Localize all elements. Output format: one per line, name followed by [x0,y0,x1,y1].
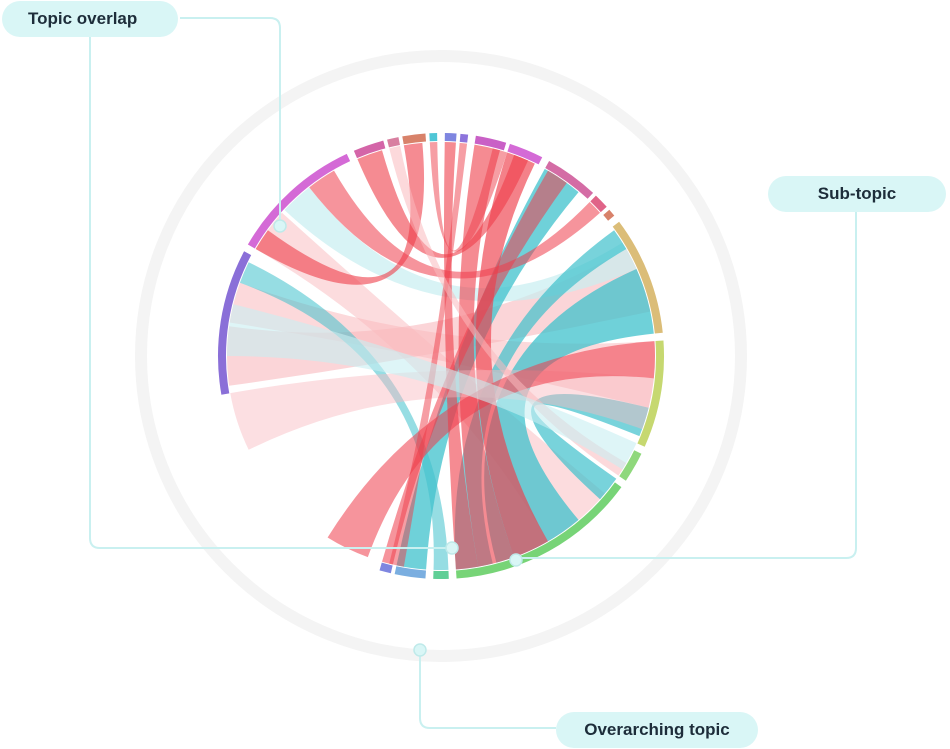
group-arc-6 [444,133,457,142]
group-arc-15 [619,450,642,481]
chord-12 [357,150,529,258]
chord-9 [458,144,515,567]
outer-ring [135,50,747,662]
group-arc-7 [459,133,469,143]
overarching-topic-marker [413,643,427,657]
chord-6 [396,168,579,570]
topic-overlap-connector-left [89,36,452,549]
group-arc-11 [590,195,607,213]
group-arc-17 [433,570,449,579]
group-arc-19 [379,562,393,574]
sub-topic-marker [509,553,523,567]
group-arc-14 [637,340,665,447]
group-arc-0 [218,251,252,395]
overarching-topic-callout: Overarching topic [556,712,758,748]
callout-connectors [89,17,857,729]
sub-topic-callout: Sub-topic [768,176,946,212]
group-arc-10 [545,160,594,199]
group-arc-3 [387,137,400,148]
chord-11 [443,142,479,570]
chord-7 [531,394,649,500]
chord-19 [429,142,508,252]
group-arc-layer [218,133,665,579]
sub-topic-connector [516,211,857,559]
group-arc-13 [612,221,663,334]
chord-14 [239,262,449,570]
chord-layer [227,142,655,570]
group-arc-12 [603,209,615,221]
group-arc-4 [402,133,427,145]
chord-10 [255,142,425,285]
chord-8 [475,152,548,558]
chord-4 [484,268,654,563]
group-arc-2 [353,140,386,159]
chord-13 [309,170,601,279]
group-arc-16 [455,482,622,579]
group-arc-8 [474,135,507,151]
chord-15 [230,369,654,450]
group-arc-1 [247,153,351,249]
chord-18 [389,142,468,567]
topic-overlap-marker-bottom [445,541,459,555]
overarching-topic-connector [419,650,556,729]
group-arc-9 [507,143,543,165]
group-arc-18 [394,566,427,579]
topic-overlap-marker-top [273,219,287,233]
chord-21 [227,304,637,470]
chord-3 [284,187,637,302]
topic-overlap-callout: Topic overlap [2,1,178,37]
outer-ring-track [135,50,747,662]
group-arc-5 [429,133,438,142]
topic-overlap-connector-right [180,17,281,226]
